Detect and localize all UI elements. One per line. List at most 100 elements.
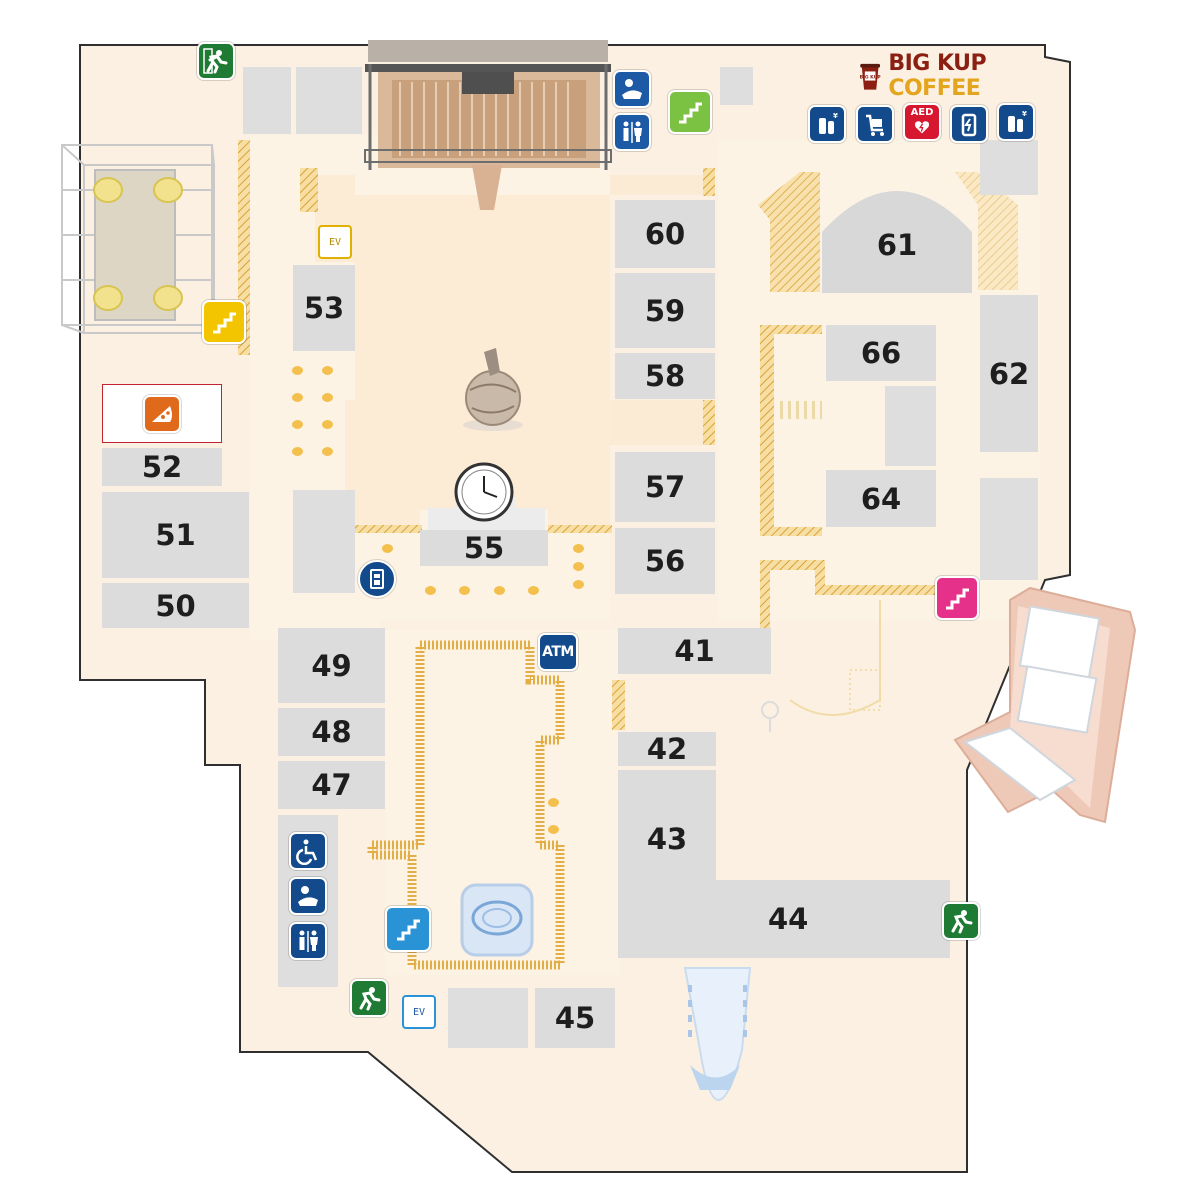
coffee-brand-name: BIG KUP COFFEE	[888, 51, 1038, 101]
bench-seat	[322, 447, 333, 456]
store-number: 64	[860, 481, 902, 516]
wall-hatch	[955, 172, 1018, 290]
store-62[interactable]: 62	[980, 295, 1038, 452]
store-number: 62	[988, 356, 1030, 391]
coffee-brand-word1: BIG KUP	[888, 51, 987, 76]
store-45[interactable]: 45	[535, 988, 615, 1048]
stairs-icon[interactable]	[935, 576, 979, 620]
wall-hatch	[548, 525, 612, 533]
emergency-exit-icon[interactable]	[350, 979, 388, 1017]
bench-seat	[425, 586, 436, 595]
store-number: 66	[860, 336, 902, 370]
store-unit-unlabeled[interactable]	[720, 67, 753, 105]
restroom-icon[interactable]	[613, 113, 651, 151]
airplane-display	[683, 967, 752, 1101]
restroom-icon[interactable]	[289, 922, 327, 960]
store-number: 52	[141, 450, 183, 484]
yen-sign: ¥	[1022, 110, 1027, 118]
store-55[interactable]: 55	[420, 530, 548, 566]
nursing-room-icon[interactable]	[613, 70, 651, 108]
store-60[interactable]: 60	[615, 200, 715, 268]
wall-hatch	[300, 168, 318, 212]
store-number: 43	[646, 822, 688, 856]
emergency-exit-icon[interactable]	[942, 902, 980, 940]
charging-icon[interactable]	[950, 105, 988, 143]
pizza-shop-sign[interactable]	[102, 384, 222, 443]
nursing-room-icon[interactable]	[289, 877, 327, 915]
south-corridor	[385, 630, 620, 975]
store-41[interactable]: 41	[618, 628, 771, 674]
store-50[interactable]: 50	[102, 583, 249, 628]
emergency-exit-icon[interactable]	[197, 42, 235, 80]
building-display	[953, 586, 1137, 824]
pizza-icon	[143, 394, 181, 433]
store-unit-unlabeled[interactable]	[980, 140, 1038, 195]
store-number: 57	[644, 470, 686, 504]
elevator-icon[interactable]: EV	[402, 995, 436, 1029]
atm-icon[interactable]: ATM	[538, 633, 578, 671]
store-57[interactable]: 57	[615, 452, 715, 522]
store-58[interactable]: 58	[615, 353, 715, 399]
store-number: 47	[311, 768, 352, 802]
wall-hatch	[760, 325, 822, 334]
store-59[interactable]: 59	[615, 273, 715, 348]
store-unit-unlabeled[interactable]	[243, 67, 291, 134]
wall-hatch	[367, 640, 565, 970]
yen-sign: ¥	[833, 112, 838, 120]
cart-icon[interactable]	[856, 105, 894, 143]
store-number: 53	[303, 291, 345, 325]
store-unit-unlabeled[interactable]	[980, 478, 1038, 580]
big-kup-coffee-logo[interactable]: BIG KUP BIG KUP COFFEE	[858, 51, 1038, 101]
store-48[interactable]: 48	[278, 708, 385, 756]
wheelchair-icon[interactable]	[289, 832, 327, 870]
elevator-label: EV	[412, 1006, 426, 1018]
store-42[interactable]: 42	[618, 732, 716, 766]
store-number: 59	[644, 293, 686, 328]
bench-seat	[292, 420, 303, 429]
store-66[interactable]: 66	[826, 325, 936, 381]
clock	[428, 462, 545, 530]
elevator-icon[interactable]: EV	[318, 225, 352, 259]
elevator-label: EV	[328, 236, 342, 248]
bench-seat	[322, 420, 333, 429]
wall-hatch	[760, 527, 822, 536]
store-unit-unlabeled[interactable]	[296, 67, 362, 134]
store-number: 60	[644, 217, 686, 251]
stairs-icon[interactable]	[202, 300, 246, 344]
store-52[interactable]: 52	[102, 448, 222, 486]
store-44[interactable]: 44	[618, 880, 950, 958]
store-56[interactable]: 56	[615, 528, 715, 594]
atm-label: ATM	[542, 644, 574, 660]
coffee-cup-icon: BIG KUP	[860, 63, 881, 90]
vending-machine-icon[interactable]: ¥	[997, 103, 1035, 141]
floor-detail	[789, 600, 881, 716]
wall-hatch	[350, 525, 422, 533]
store-53[interactable]: 53	[293, 265, 355, 351]
store-unit-unlabeled[interactable]	[293, 490, 355, 593]
store-number: 48	[311, 715, 352, 749]
wall-hatch	[612, 680, 625, 730]
store-number: 61	[876, 228, 918, 262]
event-stage	[364, 40, 612, 210]
wall-hatch	[758, 172, 820, 292]
bench-seat	[322, 366, 333, 375]
bench-seat	[548, 825, 559, 834]
store-64[interactable]: 64	[826, 470, 936, 527]
stairs-icon[interactable]	[385, 906, 431, 952]
stairs-icon[interactable]	[668, 90, 712, 134]
vending-machine-icon[interactable]: ¥	[808, 105, 846, 143]
store-49[interactable]: 49	[278, 628, 385, 703]
store-61[interactable]: 61	[822, 215, 972, 275]
store-unit-unlabeled[interactable]	[448, 988, 528, 1048]
store-47[interactable]: 47	[278, 761, 385, 809]
store-unit-unlabeled[interactable]	[885, 386, 936, 466]
bench-seat	[322, 393, 333, 402]
store-51[interactable]: 51	[102, 492, 249, 578]
bench-seat	[494, 586, 505, 595]
store-61-shape	[822, 191, 972, 293]
aed-icon[interactable]: AED	[903, 103, 941, 141]
phone-icon[interactable]	[358, 560, 396, 598]
store-number: 50	[155, 588, 196, 623]
store-number: 42	[646, 732, 688, 766]
